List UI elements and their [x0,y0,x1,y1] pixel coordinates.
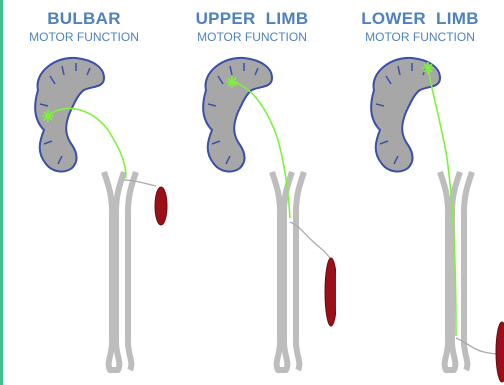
muscle [496,322,504,382]
spinal-cord [440,172,472,370]
spinal-cord [104,172,136,370]
panel-upper-limb: UPPER LIMB MOTOR FUNCTION [168,0,336,385]
panel-lower-limb: LOWER LIMB MOTOR FUNCTION [336,0,504,385]
muscle [155,187,167,225]
muscle [325,258,336,326]
brain-cortex [35,58,104,172]
upper-limb-illustration [168,0,336,385]
bulbar-illustration [0,0,168,385]
lower-limb-illustration [336,0,504,385]
panel-bulbar: BULBAR MOTOR FUNCTION [0,0,168,385]
brain-cortex [203,58,272,172]
